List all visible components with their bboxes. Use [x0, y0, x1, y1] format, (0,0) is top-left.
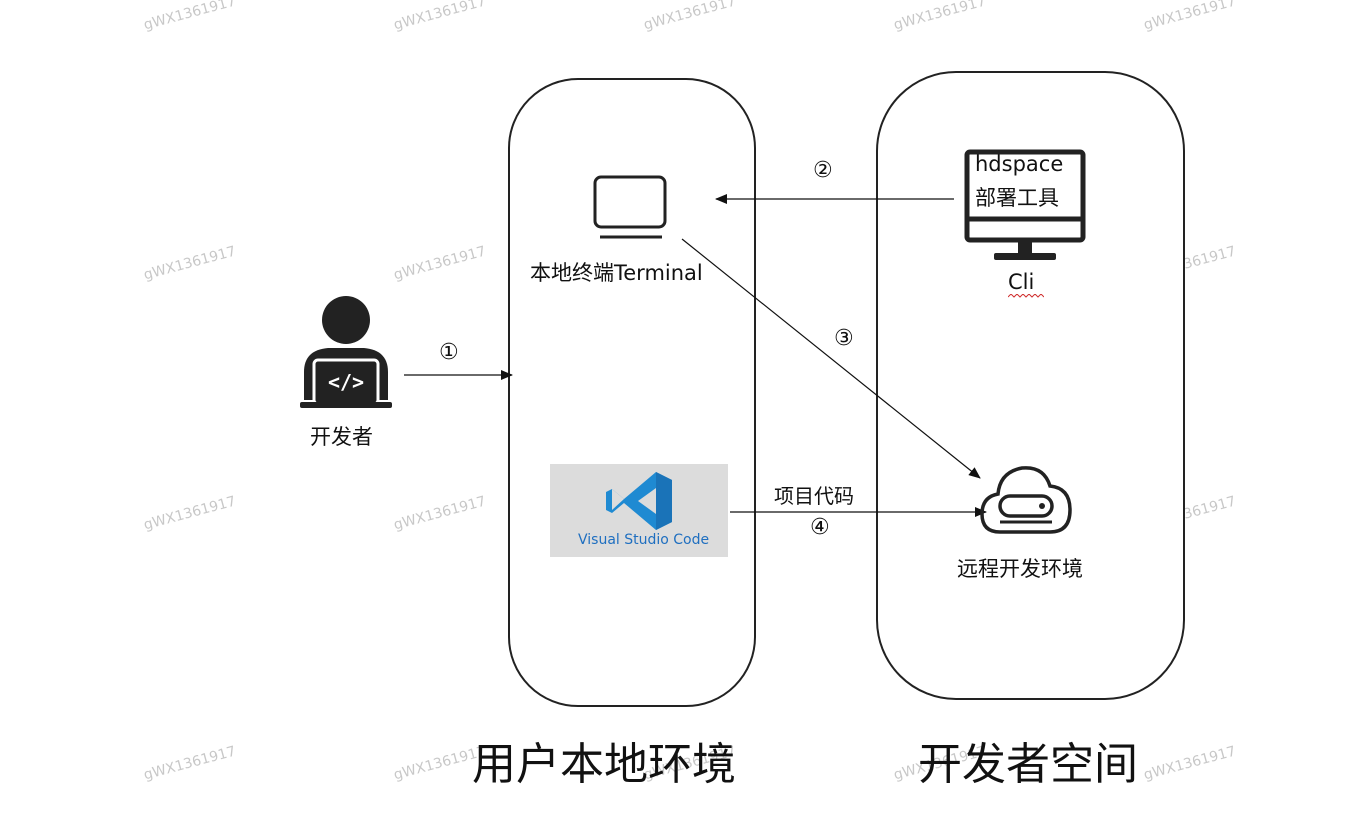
developer-laptop-icon: </>: [300, 296, 392, 408]
desktop-computer-icon: [964, 149, 1086, 260]
cloud-server-icon: [980, 466, 1072, 534]
step4-marker: ④: [810, 515, 830, 540]
svg-text:</>: </>: [328, 370, 364, 394]
remote-label: 远程开发环境: [957, 557, 1083, 581]
cli-screen-line2: 部署工具: [975, 186, 1059, 210]
local-environment-panel: [508, 78, 756, 707]
terminal-label: 本地终端Terminal: [530, 261, 703, 285]
step4-label: 项目代码: [774, 484, 854, 508]
cli-label: Cli: [1008, 270, 1035, 294]
vscode-label: Visual Studio Code: [578, 532, 710, 548]
local-environment-title: 用户本地环境: [472, 739, 736, 790]
step1-marker: ①: [439, 340, 459, 365]
monitor-icon: [593, 175, 667, 239]
developer-label: 开发者: [310, 425, 373, 449]
step2-marker: ②: [813, 158, 833, 183]
step3-marker: ③: [834, 326, 854, 351]
arrow-step3: [681, 238, 981, 479]
cli-spellcheck-underline: [1008, 294, 1044, 298]
developer-space-title: 开发者空间: [918, 739, 1138, 790]
developer-space-panel: [876, 71, 1185, 700]
vscode-logo-icon: [606, 472, 672, 530]
cli-screen-line1: hdspace: [975, 152, 1064, 176]
vscode-tile: Visual Studio Code: [550, 464, 728, 557]
